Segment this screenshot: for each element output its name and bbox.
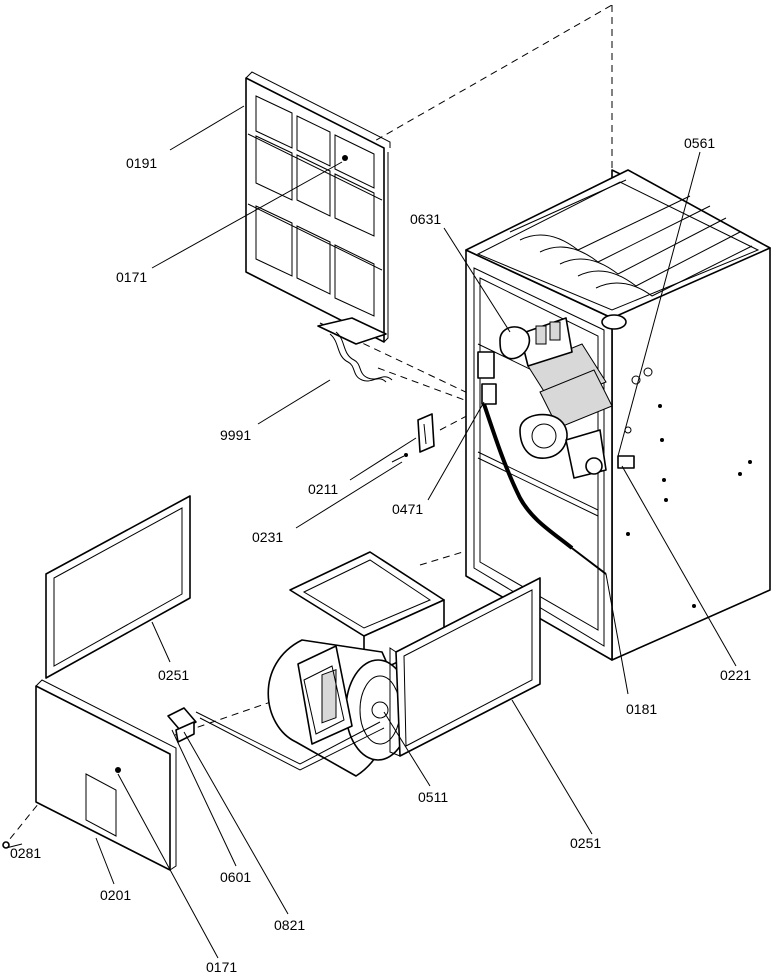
bracket-0211 bbox=[417, 413, 435, 453]
limit-switch bbox=[477, 351, 497, 405]
label-0191: 0191 bbox=[126, 155, 157, 171]
gas-line bbox=[482, 403, 607, 575]
access-door-left bbox=[45, 495, 191, 679]
label-0171-bottom: 0171 bbox=[206, 959, 237, 975]
label-0251-right: 0251 bbox=[570, 835, 601, 851]
label-0231: 0231 bbox=[252, 529, 283, 545]
wire-harness bbox=[317, 317, 393, 383]
return-air-filter-frame bbox=[245, 71, 391, 343]
screw-0231 bbox=[391, 453, 408, 463]
label-0171-top: 0171 bbox=[116, 269, 147, 285]
label-9991: 9991 bbox=[220, 427, 251, 443]
label-0251-left: 0251 bbox=[158, 667, 189, 683]
leader-lines bbox=[5, 105, 737, 959]
label-0601: 0601 bbox=[220, 869, 251, 885]
label-0561: 0561 bbox=[684, 135, 715, 151]
label-0631: 0631 bbox=[410, 211, 441, 227]
pressure-switch bbox=[499, 326, 531, 360]
label-0211: 0211 bbox=[308, 481, 338, 497]
part-labels: 0191 0171 9991 0211 0231 0471 0631 0561 … bbox=[10, 135, 751, 975]
label-0181: 0181 bbox=[626, 701, 657, 717]
burner-assembly bbox=[519, 317, 613, 479]
label-0511: 0511 bbox=[418, 789, 448, 805]
label-0281: 0281 bbox=[10, 845, 41, 861]
label-0201: 0201 bbox=[100, 887, 131, 903]
furnace-cabinet bbox=[465, 169, 771, 661]
filter-screw-0171 bbox=[342, 155, 348, 161]
interlock-switch bbox=[167, 707, 197, 743]
label-0821: 0821 bbox=[274, 917, 305, 933]
label-0471: 0471 bbox=[392, 501, 423, 517]
access-door-right bbox=[389, 577, 541, 757]
door-switch bbox=[617, 455, 635, 469]
panel-screw-0171 bbox=[115, 767, 121, 773]
label-0221: 0221 bbox=[720, 667, 751, 683]
